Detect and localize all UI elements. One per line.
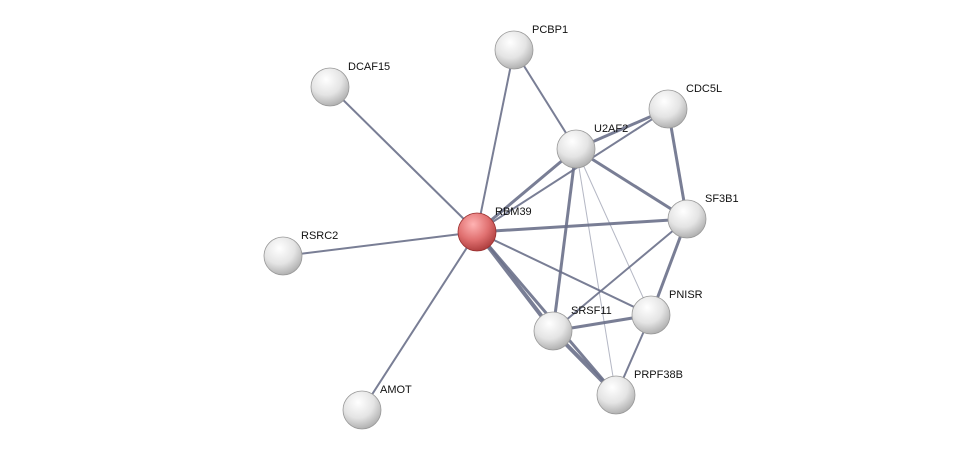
edge-rbm39-u2af2[interactable] [476, 147, 577, 234]
edge-u2af2-prpf38b[interactable] [575, 148, 617, 396]
node-label: SF3B1 [705, 193, 739, 205]
node-rbm39[interactable]: RBM39 [457, 206, 532, 252]
edge-rbm39-dcaf15[interactable] [329, 86, 478, 233]
edge-u2af2-srsf11[interactable] [551, 148, 578, 332]
node-label: DCAF15 [348, 61, 390, 73]
node-sphere[interactable] [310, 67, 350, 107]
node-label: CDC5L [686, 83, 722, 95]
node-prpf38b[interactable]: PRPF38B [596, 369, 683, 415]
edge-rbm39-rsrc2[interactable] [282, 231, 478, 257]
node-sphere[interactable] [263, 236, 303, 276]
node-sf3b1[interactable]: SF3B1 [667, 193, 739, 239]
node-label: PRPF38B [634, 369, 683, 381]
node-sphere[interactable] [533, 311, 573, 351]
node-dcaf15[interactable]: DCAF15 [310, 61, 390, 107]
edge-u2af2-sf3b1[interactable] [575, 147, 688, 221]
node-pnisr[interactable]: PNISR [631, 289, 703, 335]
node-label: RSRC2 [301, 230, 338, 242]
node-sphere[interactable] [648, 89, 688, 129]
node-cdc5l[interactable]: CDC5L [648, 83, 722, 129]
node-sphere[interactable] [596, 375, 636, 415]
node-amot[interactable]: AMOT [342, 384, 412, 430]
node-sphere[interactable] [457, 212, 497, 252]
node-label: U2AF2 [594, 123, 628, 135]
node-label: RBM39 [495, 206, 532, 218]
node-label: SRSF11 [571, 305, 612, 317]
node-sphere[interactable] [556, 129, 596, 169]
edge-rbm39-pcbp1[interactable] [476, 49, 515, 233]
edge-sf3b1-srsf11[interactable] [552, 218, 688, 332]
node-rsrc2[interactable]: RSRC2 [263, 230, 338, 276]
edge-rbm39-pnisr[interactable] [476, 231, 652, 316]
edge-rbm39-sf3b1[interactable] [476, 217, 688, 234]
node-label: AMOT [380, 384, 412, 396]
node-sphere[interactable] [667, 199, 707, 239]
edge-rbm39-amot[interactable] [361, 231, 478, 411]
node-sphere[interactable] [494, 30, 534, 70]
node-pcbp1[interactable]: PCBP1 [494, 24, 568, 70]
node-sphere[interactable] [342, 390, 382, 430]
node-srsf11[interactable]: SRSF11 [533, 305, 612, 351]
node-label: PCBP1 [532, 24, 568, 36]
node-sphere[interactable] [631, 295, 671, 335]
node-u2af2[interactable]: U2AF2 [556, 123, 628, 169]
edge-pcbp1-u2af2[interactable] [513, 49, 577, 150]
node-label: PNISR [669, 289, 703, 301]
edge-u2af2-pnisr[interactable] [575, 148, 652, 316]
